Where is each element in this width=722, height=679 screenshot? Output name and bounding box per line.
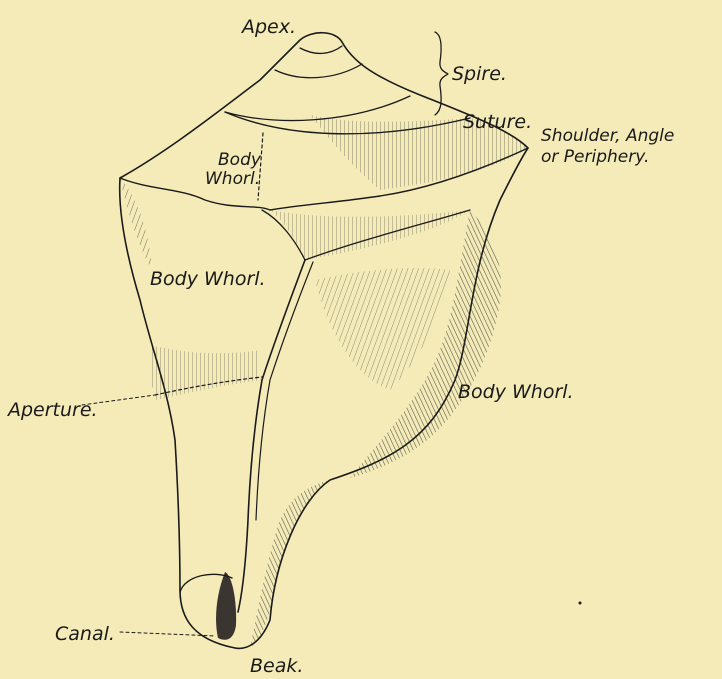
spire-whorl-1 xyxy=(300,46,342,53)
inner-body-shading xyxy=(315,268,450,390)
spire-whorl-2 xyxy=(275,64,362,78)
label-shoulder-line1: Shoulder, Angle xyxy=(541,126,674,146)
label-body-whorl-top-line2: Whorl. xyxy=(205,169,260,189)
label-shoulder-line2: or Periphery. xyxy=(541,147,649,167)
label-body-whorl-right: Body Whorl. xyxy=(458,381,574,403)
aperture-shading xyxy=(149,345,262,400)
label-spire: Spire. xyxy=(452,63,507,85)
canal-shape xyxy=(216,572,236,640)
label-canal: Canal. xyxy=(55,623,115,645)
label-apex: Apex. xyxy=(240,16,296,38)
label-suture: Suture. xyxy=(463,111,532,133)
label-aperture: Aperture. xyxy=(6,399,98,421)
upper-body-shading xyxy=(270,210,470,260)
aperture-lip-inner xyxy=(256,262,313,520)
label-beak: Beak. xyxy=(250,655,303,677)
label-body-whorl-top-line1: Body xyxy=(218,150,262,170)
shoulder-shading-left xyxy=(120,178,152,270)
lower-body-shading xyxy=(250,480,330,648)
speck xyxy=(579,602,582,605)
label-body-whorl-mid: Body Whorl. xyxy=(150,268,266,290)
